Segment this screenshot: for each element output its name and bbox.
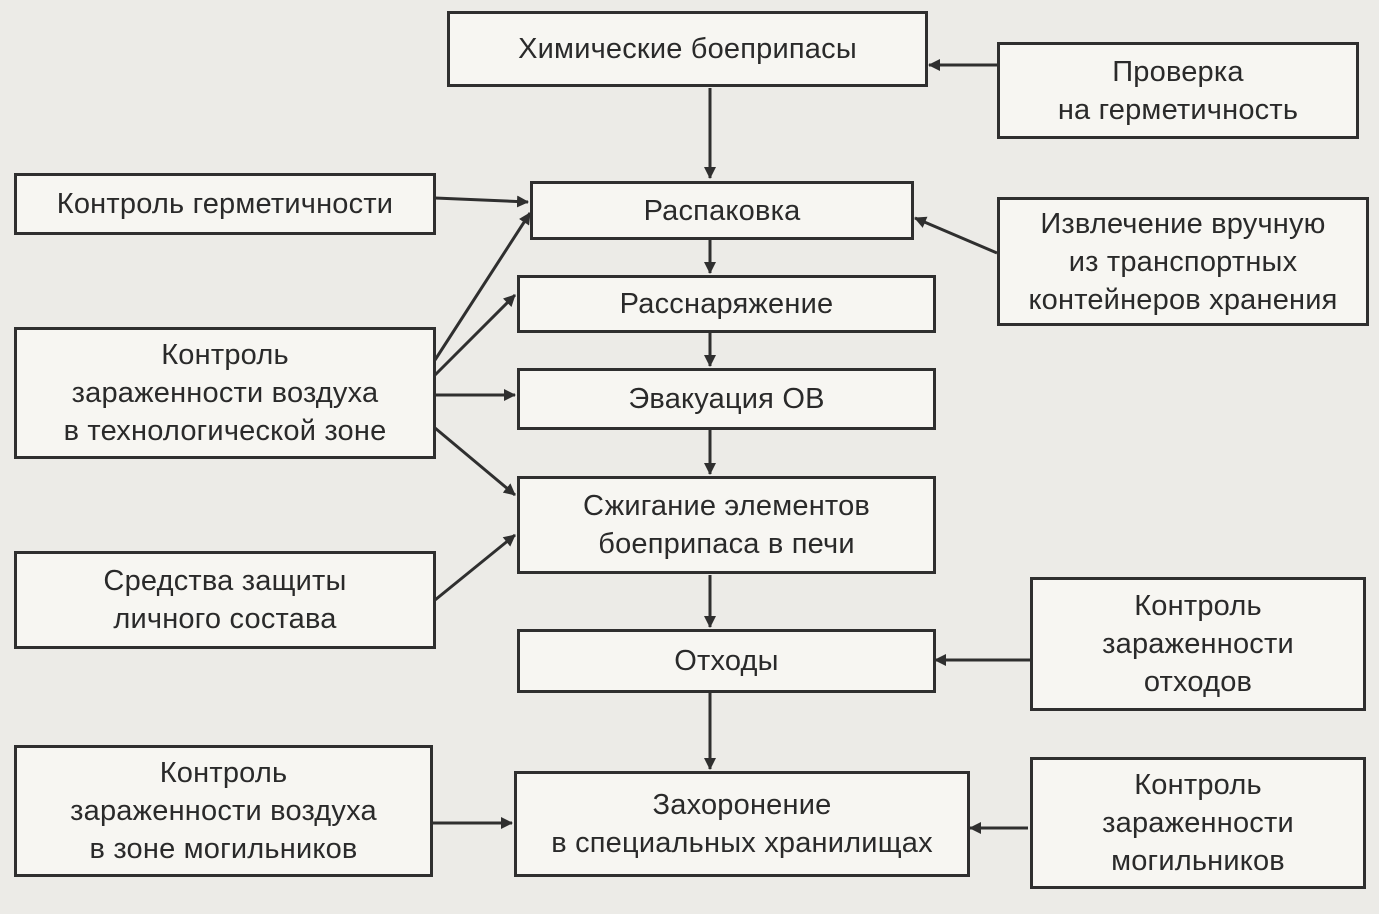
node-text-line: Распаковка	[643, 194, 801, 227]
node-text-line: зараженности воздуха	[70, 795, 377, 827]
node-text-line: Химические боеприпасы	[518, 33, 857, 65]
node-text-line: личного состава	[113, 603, 337, 635]
node-text-line: Контроль герметичности	[56, 188, 394, 220]
node-text-line: Контроль	[161, 339, 289, 371]
node-waste-control: Контроль зараженности отходов	[1030, 577, 1366, 711]
node-waste: Отходы	[517, 629, 936, 693]
node-burial: Захоронение в специальных хранилищах	[514, 771, 970, 877]
node-text-line: Средства защиты	[103, 565, 347, 597]
node-leak-check: Проверка на герметичность	[997, 42, 1359, 139]
node-text-line: в специальных хранилищах	[551, 827, 933, 859]
node-agent-evacuation: Эвакуация ОВ	[517, 368, 936, 430]
node-incineration: Сжигание элементов боеприпаса в печи	[517, 476, 936, 574]
node-tightness-control: Контроль герметичности	[14, 173, 436, 235]
node-text-line: могильников	[1111, 845, 1285, 877]
node-manual-extraction: Извлечение вручную из транспортных контейн…	[997, 197, 1369, 326]
node-text-line: Расснаряжение	[619, 288, 834, 320]
node-text-line: в технологической зоне	[63, 415, 387, 447]
node-text-line: Отходы	[674, 645, 779, 677]
node-chemical-munitions: Химические боеприпасы	[447, 11, 928, 87]
node-personnel-protection: Средства защиты личного состава	[14, 551, 436, 649]
arrow-tightness-to-unpacking	[434, 195, 529, 208]
node-text-line: боеприпаса в печи	[598, 528, 855, 560]
node-text-line: Контроль	[1134, 590, 1262, 622]
node-text-line: Сжигание элементов	[582, 490, 871, 522]
node-text-line: зараженности воздуха	[71, 377, 379, 409]
node-text-line: Захоронение	[652, 789, 832, 821]
node-text-line: Эвакуация ОВ	[628, 383, 825, 415]
node-air-control-burial-zone: Контроль зараженности воздуха в зоне могил…	[14, 745, 433, 877]
arrow-aircontrol-to-incineration	[434, 426, 516, 497]
node-text-line: Извлечение вручную	[1040, 207, 1326, 240]
arrow-extraction-to-unpacking	[914, 216, 998, 255]
node-text-line: зараженности	[1102, 628, 1294, 660]
node-burial-control: Контроль зараженности могильников	[1030, 757, 1366, 889]
node-text-line: Контроль	[1134, 769, 1262, 801]
node-text-line: Контроль	[159, 757, 288, 789]
arrow-aircontrol-to-disarming	[433, 293, 517, 377]
node-unpacking: Распаковка	[530, 181, 914, 240]
node-text-line: отходов	[1143, 666, 1253, 698]
node-text-line: зараженности	[1102, 807, 1294, 839]
node-text-line: на герметичность	[1057, 93, 1299, 126]
node-disarming: Расснаряжение	[517, 275, 936, 333]
node-text-line: Проверка	[1112, 55, 1244, 88]
node-text-line: контейнеров хранения	[1028, 283, 1338, 316]
arrow-protection-to-incineration	[434, 533, 516, 602]
node-text-line: из транспортных	[1068, 245, 1298, 278]
node-text-line: в зоне могильников	[89, 833, 358, 865]
arrow-aircontrol-to-unpacking	[433, 212, 532, 361]
node-air-control-tech-zone: Контроль зараженности воздуха в технологич…	[14, 327, 436, 459]
